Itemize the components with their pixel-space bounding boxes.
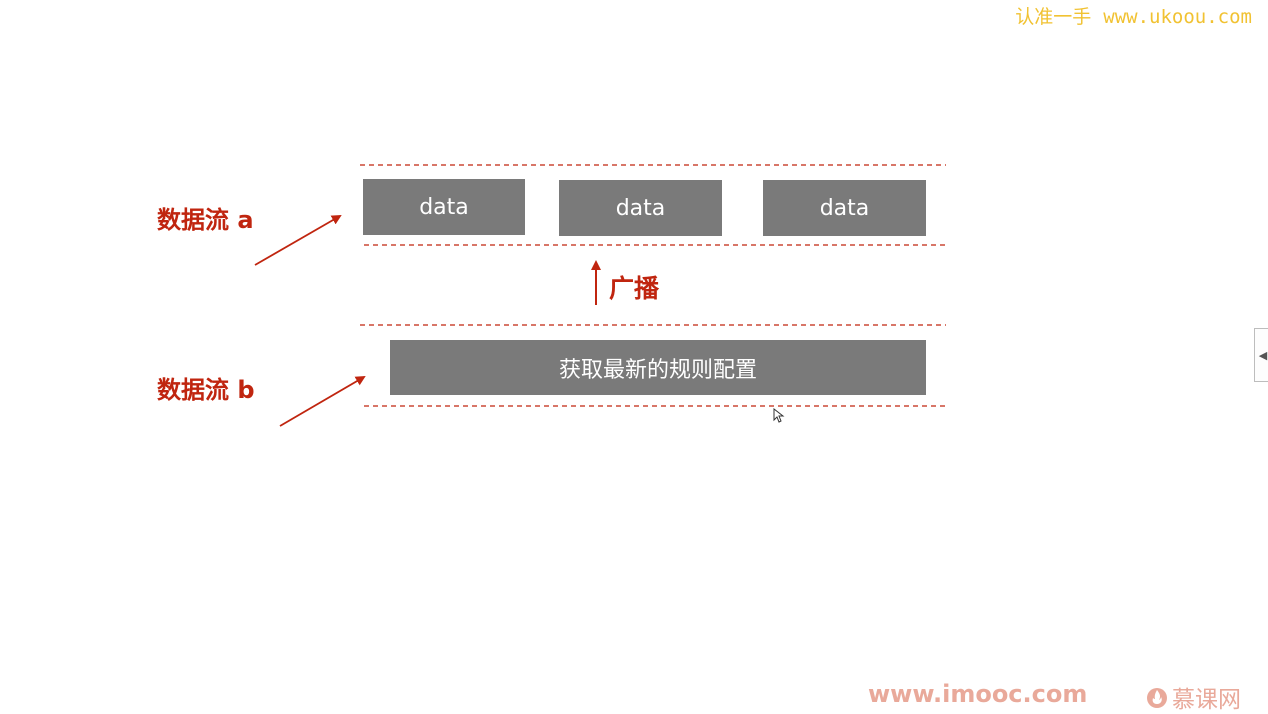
broadcast-label: 广播	[609, 274, 660, 303]
watermark-top: 认准一手 www.ukoou.com	[1015, 2, 1252, 29]
footer-brand: 慕课网	[1146, 680, 1241, 714]
stream-a-data-box-2: data	[559, 180, 722, 236]
mouse-cursor-icon	[773, 408, 785, 423]
left-arrow-icon: ◀	[1258, 348, 1268, 362]
stream-b-label: 数据流 b	[157, 376, 255, 404]
footer-brand-text: 慕课网	[1172, 687, 1241, 713]
watermark-url: www.ukoou.com	[1103, 6, 1252, 28]
stream-b-arrow	[279, 375, 366, 427]
stream-a-data-box-3: data	[763, 180, 926, 236]
stream-a-label: 数据流 a	[157, 206, 254, 234]
stream-a-arrow	[254, 215, 342, 266]
flame-icon	[1147, 688, 1167, 708]
side-panel-toggle[interactable]: ◀	[1254, 328, 1268, 382]
footer-url: www.imooc.com	[868, 680, 1088, 708]
stream-b-rule-config-box: 获取最新的规则配置	[390, 340, 926, 395]
stream-a-data-box-1: data	[363, 179, 525, 235]
watermark-cn: 认准一手	[1015, 6, 1092, 28]
